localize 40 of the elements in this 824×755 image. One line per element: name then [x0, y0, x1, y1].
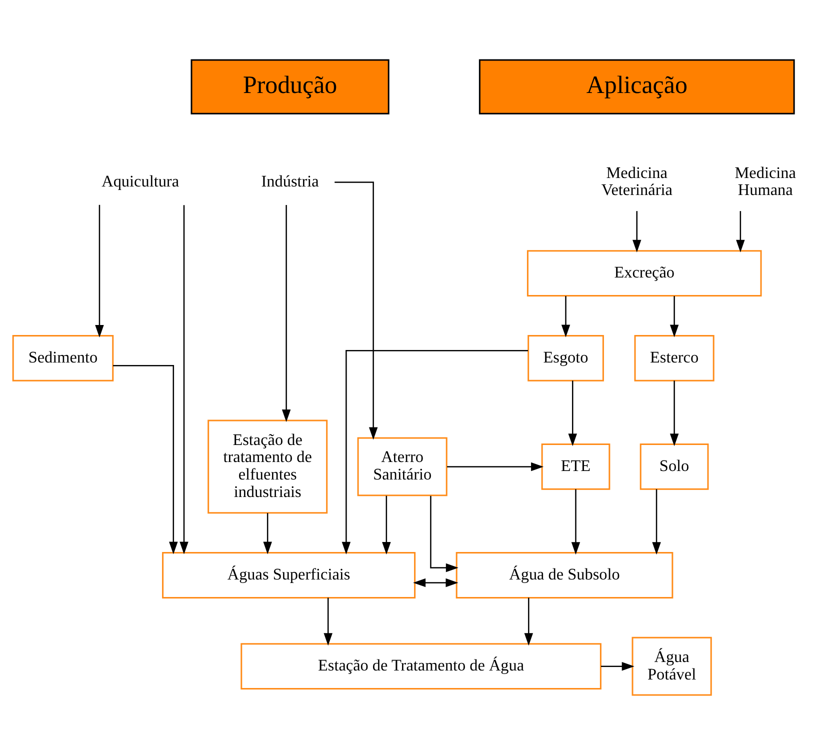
arrow — [568, 380, 577, 446]
arrow — [600, 662, 634, 671]
node-box: ETE — [541, 444, 610, 490]
arrow — [95, 204, 104, 338]
node-box: Esterco — [634, 334, 714, 382]
arrow — [430, 496, 458, 572]
arrow — [736, 211, 745, 252]
node-box: Esgoto — [528, 334, 604, 382]
node-text: Medicina Veterinária — [601, 164, 672, 200]
node-text: Indústria — [261, 172, 319, 190]
node-box: Água de Subsolo — [456, 552, 674, 598]
arrow — [180, 205, 188, 554]
node-text: Aquicultura — [102, 172, 180, 190]
node-text: Medicina Humana — [734, 164, 796, 200]
arrow — [263, 513, 272, 554]
arrow — [561, 296, 570, 338]
arrow — [113, 365, 178, 554]
node-box: Águas Superficiais — [162, 552, 416, 598]
arrow — [632, 211, 642, 252]
arrow — [670, 380, 679, 446]
arrow — [524, 598, 534, 646]
arrow — [447, 462, 544, 472]
node-box: Aterro Sanitário — [357, 437, 448, 496]
arrow — [324, 598, 332, 646]
arrow — [413, 578, 458, 588]
arrow — [382, 496, 391, 554]
node-box: Sedimento — [12, 334, 114, 382]
arrow — [571, 489, 580, 555]
node-box: Estação de Tratamento de Água — [240, 643, 602, 690]
arrow — [282, 205, 291, 422]
node-box: Estação de tratamento de elfuentes industriais — [208, 420, 328, 514]
node-box: Produção — [190, 59, 390, 114]
arrow — [334, 182, 378, 440]
arrow — [652, 489, 661, 555]
arrow — [342, 350, 528, 554]
node-box: Excreção — [526, 250, 762, 297]
arrow — [670, 296, 679, 338]
node-box: Aplicação — [478, 59, 795, 114]
node-box: Solo — [640, 444, 709, 490]
node-box: Água Potável — [632, 636, 712, 696]
